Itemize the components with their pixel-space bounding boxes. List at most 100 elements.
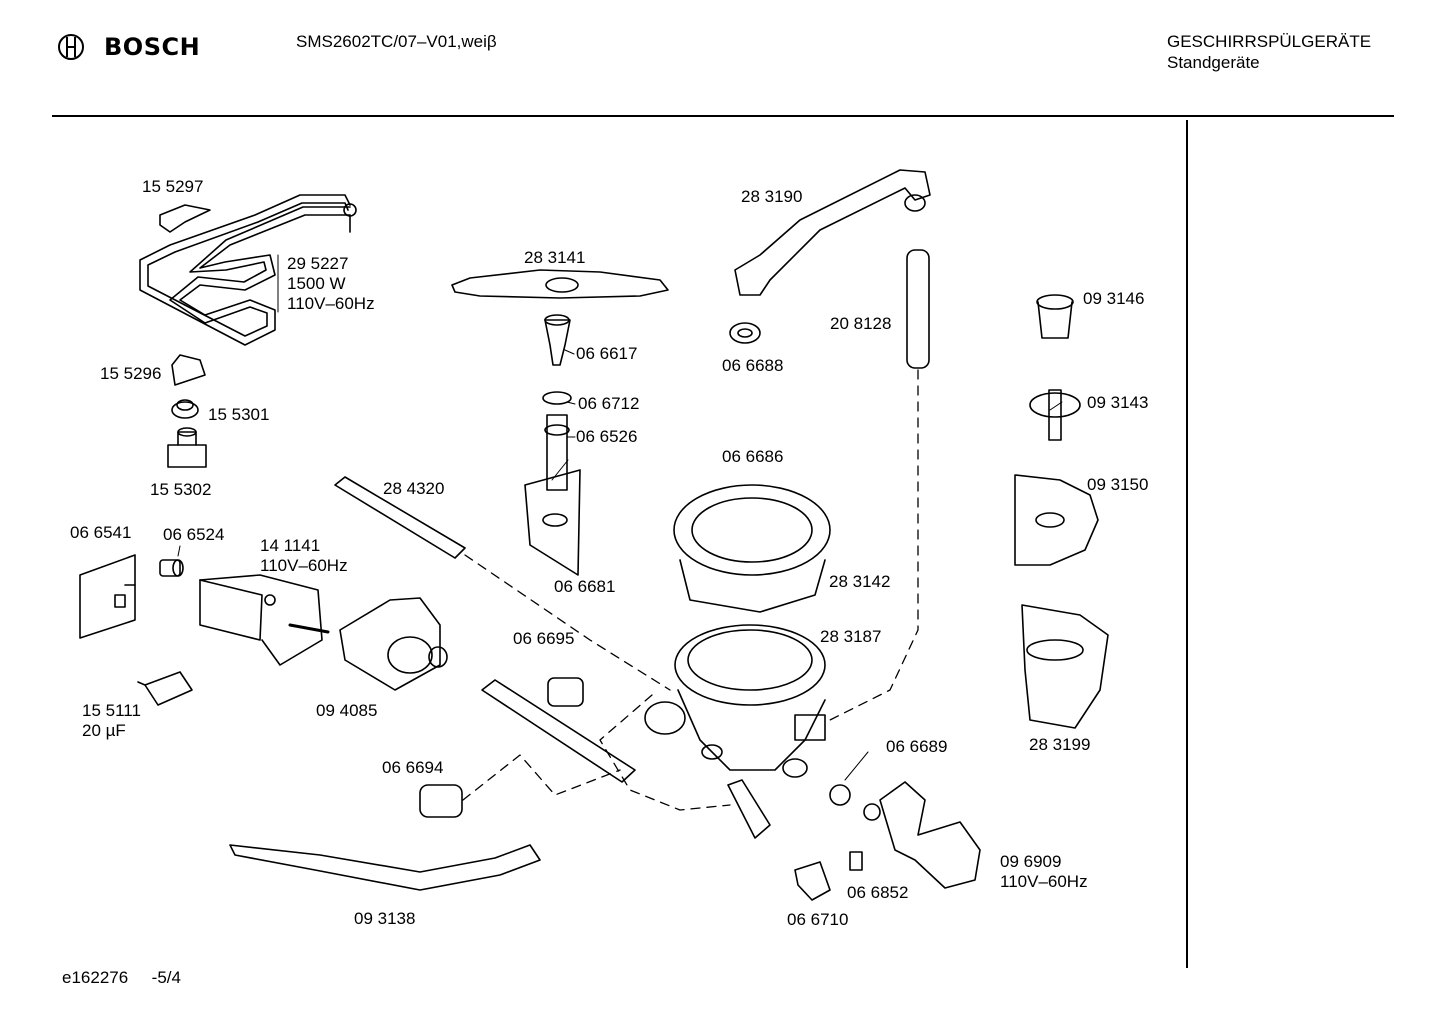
part-label: 06 6541 [70,523,131,543]
tube-drawing [481,679,636,783]
part-spec: 20 µF [82,721,126,740]
part-number: 09 3146 [1083,289,1145,308]
part-label: 28 3141 [524,248,585,268]
filter-plate-drawing [1014,474,1099,566]
valve-cap-drawing [1029,389,1081,441]
clip-drawing [849,851,863,871]
part-number: 14 1141 [260,536,321,555]
assembly-lines [462,369,919,811]
category-subtitle: Standgeräte [1167,53,1260,72]
pump-motor-drawing [199,574,330,666]
inlet-valve-drawing [863,781,981,889]
brand-logo: BOSCH [56,32,200,62]
page-number: -5/4 [151,968,181,987]
part-number: 06 6526 [576,427,638,446]
bosch-armature-icon [58,34,84,60]
thermostat-drawing [167,427,207,468]
shaft-drawing [544,414,570,491]
part-number: 09 3138 [354,909,416,928]
part-number: 06 6710 [787,910,849,929]
hose-stub-drawing [727,779,771,839]
upper-spray-arm-drawing [734,169,931,296]
header-rule [52,115,1394,117]
part-number: 15 5297 [142,177,204,196]
part-number: 15 5296 [100,364,162,383]
part-label: 06 6681 [554,577,615,597]
part-number: 28 4320 [383,479,445,498]
part-label: 09 3150 [1087,475,1148,495]
model-number: SMS2602TC/07–V01,weiβ [296,32,497,51]
part-label: 06 6695 [513,629,574,649]
part-label: 15 5296 [100,364,161,384]
filter-ring-drawing [673,484,831,613]
part-label: 09 3138 [354,909,415,929]
part-number: 09 3143 [1087,393,1149,412]
part-label: 28 3142 [829,572,890,592]
part-number: 06 6694 [382,758,444,777]
part-number: 09 3150 [1087,475,1149,494]
part-number: 28 3141 [524,248,586,267]
clip-drawing [159,204,211,233]
part-number: 06 6617 [576,344,638,363]
part-number: 06 6852 [847,883,909,902]
part-label: 28 4320 [383,479,444,499]
part-number: 20 8128 [830,314,892,333]
part-label: 28 3190 [741,187,802,207]
part-label: 06 6524 [163,525,224,545]
part-spec: 110V–60Hz [287,294,375,313]
clamp-drawing [794,861,831,901]
part-label: 06 6688 [722,356,783,376]
footer: e162276 -5/4 [62,968,181,988]
nozzle-drawing [544,314,571,366]
appliance-category: GESCHIRRSPÜLGERÄTE Standgeräte [1167,31,1371,73]
part-spec: 110V–60Hz [1000,872,1088,891]
sleeve-drawing [419,784,463,818]
part-label: 06 6712 [578,394,639,414]
part-number: 15 5111 [82,701,141,720]
grommet-drawing [171,399,199,419]
washer-drawing [729,322,761,344]
part-number: 28 3142 [829,572,891,591]
part-label: 06 6852 [847,883,908,903]
part-number: 29 5227 [287,254,349,273]
part-label: 09 3143 [1087,393,1148,413]
pump-housing-drawing [339,597,448,691]
heating-element-drawing [139,194,357,346]
part-number: 06 6524 [163,525,225,544]
part-number: 09 4085 [316,701,378,720]
deflector-drawing [524,469,581,576]
part-label: 06 6710 [787,910,848,930]
part-number: 15 5301 [208,405,270,424]
filter-cap-drawing [1036,294,1074,339]
part-label: 15 5297 [142,177,203,197]
part-label: 28 3199 [1029,735,1090,755]
part-label: 06 6686 [722,447,783,467]
part-label: 20 8128 [830,314,891,334]
part-label: 06 6526 [576,427,637,447]
part-label: 09 3146 [1083,289,1144,309]
part-label: 28 3187 [820,627,881,647]
brand-name: BOSCH [104,33,201,61]
capacitor-drawing [137,671,193,706]
part-number: 06 6695 [513,629,575,648]
sump-drawing [644,624,826,778]
side-rule [1186,120,1188,968]
part-label: 06 6689 [886,737,947,757]
part-label: 09 4085 [316,701,377,721]
washer-drawing [542,391,572,405]
spray-arm-drawing [451,269,669,299]
clip-drawing [171,354,206,386]
bracket-drawing [79,554,136,639]
bolt-drawing [159,559,184,577]
part-label: 06 6694 [382,758,443,778]
tube-drawing [334,476,466,559]
part-number: 28 3190 [741,187,803,206]
part-label: 15 5301 [208,405,269,425]
part-number: 09 6909 [1000,852,1062,871]
part-number: 28 3187 [820,627,882,646]
part-label: 15 5302 [150,480,211,500]
